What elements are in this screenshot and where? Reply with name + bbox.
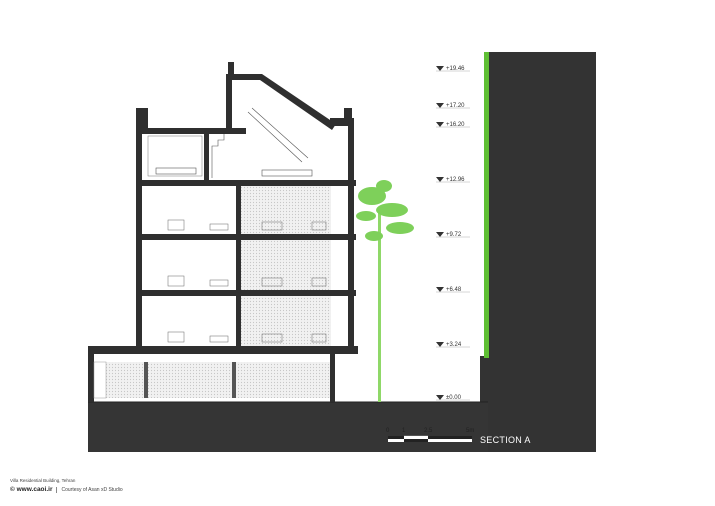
- scale-label: 1: [402, 428, 406, 434]
- scale-bar: 0 1 2.5 5m: [386, 428, 474, 442]
- floor-slabs: [136, 128, 356, 296]
- basement: [88, 346, 358, 402]
- level-marker: +16.20: [436, 122, 470, 128]
- section-title: SECTION A: [480, 435, 531, 445]
- level-marker: +17.20: [436, 103, 470, 109]
- scale-label: 2.5: [424, 428, 433, 434]
- roof: [136, 62, 354, 134]
- level-marker: +12.96: [436, 177, 470, 183]
- level-markers: +19.46 +17.20 +16.20 +12.96 +9.72 +6.48 …: [436, 66, 470, 401]
- scale-label: 5m: [466, 428, 474, 434]
- level-label: +17.20: [446, 103, 465, 109]
- level-marker: +9.72: [436, 232, 470, 238]
- level-label: +9.72: [446, 232, 462, 238]
- rooms: [147, 135, 331, 346]
- ground-section: [88, 401, 488, 452]
- neighbor-building: [480, 52, 596, 452]
- tree: [356, 180, 414, 402]
- green-wall: [484, 52, 489, 358]
- level-label: +12.96: [446, 177, 465, 183]
- level-label: +16.20: [446, 122, 465, 128]
- furniture: [167, 219, 327, 343]
- credit-row: © www.caoi.ir Courtesy of Asan xD Studio: [10, 486, 123, 493]
- credit-text: Courtesy of Asan xD Studio: [61, 486, 123, 493]
- separator: [56, 486, 58, 493]
- project-caption: Villa Residential Building, Tehran: [10, 478, 76, 483]
- site-logo: © www.caoi.ir: [10, 486, 53, 493]
- roof-stair: [211, 107, 313, 178]
- level-marker: ±0.00: [436, 395, 470, 401]
- exterior-walls: [136, 108, 354, 346]
- level-label: ±0.00: [446, 395, 462, 401]
- level-marker: +19.46: [436, 66, 470, 72]
- scale-label: 0: [386, 428, 390, 434]
- level-marker: +3.24: [436, 342, 470, 348]
- level-marker: +6.48: [436, 287, 470, 293]
- level-label: +19.46: [446, 66, 465, 72]
- level-label: +6.48: [446, 287, 462, 293]
- level-label: +3.24: [446, 342, 462, 348]
